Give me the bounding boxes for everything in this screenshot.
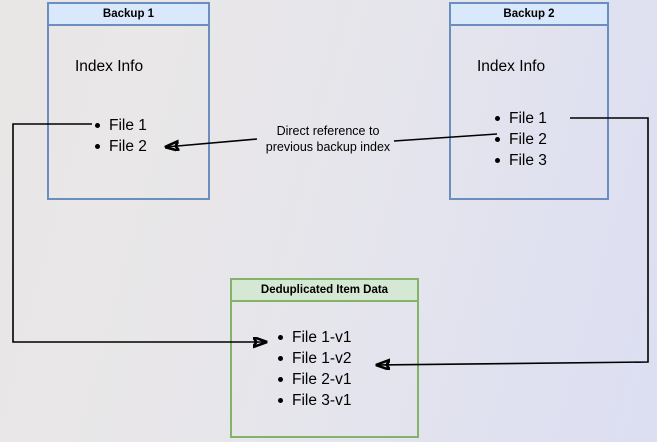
backup-2-title: Backup 2 (451, 4, 607, 26)
backup-2-body: Index Info File 1 File 2 File 3 (451, 26, 607, 198)
backup-1-file-list: File 1 File 2 (95, 115, 147, 157)
dedup-item-list: File 1-v1 File 1-v2 File 2-v1 File 3-v1 (278, 327, 351, 411)
list-item: File 1 (95, 115, 147, 136)
backup-1-index-label: Index Info (75, 58, 144, 75)
list-item: File 1 (495, 108, 547, 129)
list-item: File 1-v1 (278, 327, 351, 348)
backup-1-node[interactable]: Backup 1 Index Info File 1 File 2 (47, 2, 210, 200)
list-item: File 2 (495, 129, 547, 150)
list-item: File 1-v2 (278, 348, 351, 369)
direct-reference-caption: Direct reference to previous backup inde… (265, 124, 391, 154)
backup-1-body: Index Info File 1 File 2 (49, 26, 208, 198)
deduplicated-item-data-node[interactable]: Deduplicated Item Data File 1-v1 File 1-… (230, 278, 419, 438)
backup-1-title: Backup 1 (49, 4, 208, 26)
deduplicated-item-data-title: Deduplicated Item Data (232, 280, 417, 302)
list-item: File 3-v1 (278, 390, 351, 411)
backup-2-node[interactable]: Backup 2 Index Info File 1 File 2 File 3 (449, 2, 609, 200)
list-item: File 2-v1 (278, 369, 351, 390)
deduplicated-item-data-body: File 1-v1 File 1-v2 File 2-v1 File 3-v1 (232, 302, 417, 436)
list-item: File 2 (95, 136, 147, 157)
backup-2-index-label: Index Info (477, 58, 546, 75)
list-item: File 3 (495, 150, 547, 171)
backup-2-file-list: File 1 File 2 File 3 (495, 108, 547, 171)
